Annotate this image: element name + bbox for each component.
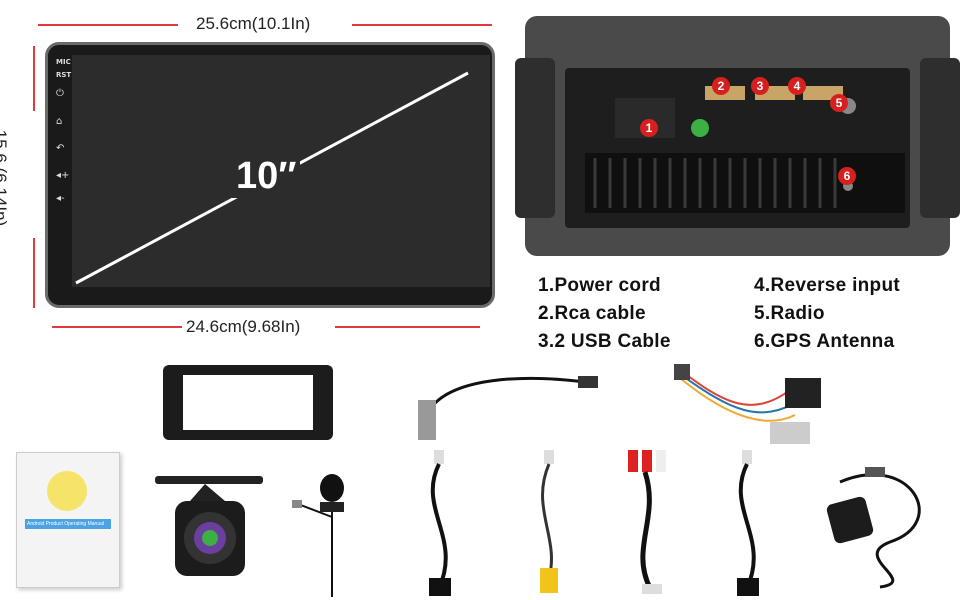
volume-up-icon[interactable]: ◂+ [56, 170, 70, 181]
mic-button-label[interactable]: MIC [56, 58, 71, 66]
rst-button-label[interactable]: RST [56, 71, 72, 79]
rca-cable [628, 450, 666, 594]
back-icon[interactable]: ↶ [56, 143, 65, 154]
connector-badge-2: 2 [712, 77, 730, 95]
mounting-frame [163, 365, 333, 440]
operating-manual: Android Product Operating Manual [16, 452, 120, 588]
manual-sun-graphic [47, 471, 87, 511]
connector-badge-1: 1 [640, 119, 658, 137]
usb-cable-1 [429, 450, 451, 596]
rear-housing [515, 16, 960, 256]
connector-badge-6: 6 [838, 167, 856, 185]
legend-item-rca-cable: 2.Rca cable [538, 303, 646, 324]
top-width-label: 25.6cm(10.1In) [196, 14, 311, 33]
bottom-dimension-line-right [335, 326, 480, 328]
screen-size-label: 10″ [232, 155, 301, 198]
radio-antenna-adapter [418, 376, 598, 440]
bottom-dimension-line-left [52, 326, 182, 328]
usb-cable-2 [737, 450, 759, 596]
height-dimension-line-top [33, 46, 35, 111]
home-icon[interactable]: ⌂ [56, 116, 63, 127]
head-unit-screen: 10″ [45, 42, 495, 308]
rca-reverse-cable [540, 450, 558, 593]
connector-badge-4: 4 [788, 77, 806, 95]
legend-item-reverse-input: 4.Reverse input [754, 275, 900, 296]
legend-item-power-cord: 1.Power cord [538, 275, 661, 296]
reverse-camera [155, 476, 263, 576]
gps-antenna [826, 467, 921, 589]
top-dimension-line-left [38, 24, 178, 26]
connector-badge-5: 5 [830, 94, 848, 112]
connector-badge-3: 3 [751, 77, 769, 95]
screen-display: 10″ [72, 55, 490, 287]
bottom-width-label: 24.6cm(9.68In) [186, 317, 301, 336]
microphone [292, 474, 344, 597]
volume-down-icon[interactable]: ◂- [56, 193, 65, 204]
manual-title-bar [25, 519, 111, 529]
housing-bracket-right [920, 58, 960, 218]
top-dimension-line-right [352, 24, 492, 26]
manual-title: Android Product Operating Manual [27, 521, 104, 527]
legend-item-usb-cable: 3.2 USB Cable [538, 331, 671, 352]
legend-item-gps-antenna: 6.GPS Antenna [754, 331, 895, 352]
housing-bracket-left [515, 58, 555, 218]
height-label: 15.6 (6.14In) [0, 129, 11, 227]
height-dimension-line-bottom [33, 238, 35, 308]
legend-item-radio: 5.Radio [754, 303, 825, 324]
power-icon[interactable]: ⏻ [56, 88, 64, 99]
power-harness [674, 364, 821, 444]
housing-rear-panel [565, 68, 910, 228]
rear-vents [585, 86, 905, 213]
